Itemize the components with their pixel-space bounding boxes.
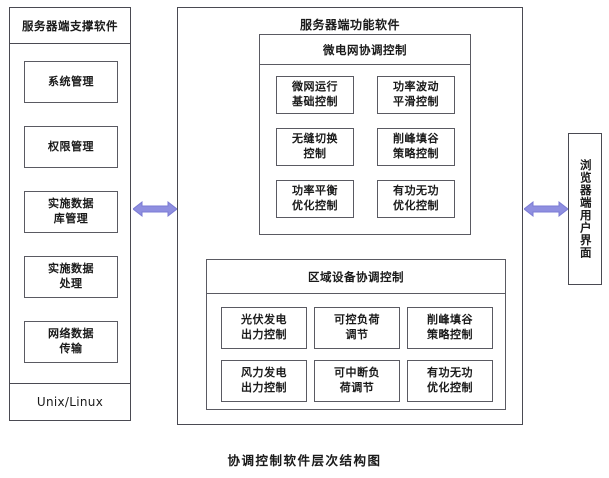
microgrid-cell-power-balance-optimization: 功率平衡 优化控制 <box>276 180 354 218</box>
microgrid-cell-active-reactive-optimization: 有功无功 优化控制 <box>377 180 455 218</box>
microgrid-cell-seamless-switching: 无缝切换 控制 <box>276 128 354 166</box>
server-support-software-panel: 服务器端支撑软件 系统管理 权限管理 实施数据 库管理 实施数据 处理 网络数据… <box>9 7 131 421</box>
microgrid-cell-power-fluctuation-smoothing: 功率波动 平滑控制 <box>377 76 455 114</box>
left-middle-arrow <box>132 198 178 220</box>
microgrid-cell-basic-control: 微网运行 基础控制 <box>276 76 354 114</box>
browser-panel-label: 浏览器端用户界面 <box>578 159 593 259</box>
browser-user-interface-panel: 浏览器端用户界面 <box>568 133 602 285</box>
microgrid-coordination-group: 微电网协调控制 微网运行 基础控制 功率波动 平滑控制 无缝切换 控制 削峰填谷… <box>259 34 471 235</box>
middle-panel-title: 服务器端功能软件 <box>299 18 400 32</box>
left-item-network-transmission: 网络数据 传输 <box>24 321 118 363</box>
microgrid-group-header: 微电网协调控制 <box>260 35 470 65</box>
left-item-database-management: 实施数据 库管理 <box>24 191 118 233</box>
regional-device-coordination-group: 区域设备协调控制 光伏发电 出力控制 可控负荷 调节 削峰填谷 策略控制 风力发… <box>206 259 506 410</box>
regional-cell-wind-output-control: 风力发电 出力控制 <box>221 360 307 402</box>
left-item-data-processing: 实施数据 处理 <box>24 256 118 298</box>
regional-cell-peak-shaving-strategy: 削峰填谷 策略控制 <box>407 307 493 349</box>
regional-cell-controllable-load-regulation: 可控负荷 调节 <box>314 307 400 349</box>
left-item-system-management: 系统管理 <box>24 61 118 103</box>
figure-caption: 协调控制软件层次结构图 <box>227 453 382 468</box>
microgrid-cell-peak-shaving-strategy: 削峰填谷 策略控制 <box>377 128 455 166</box>
server-function-software-panel: 服务器端功能软件 微电网协调控制 微网运行 基础控制 功率波动 平滑控制 无缝切… <box>177 7 523 425</box>
middle-right-arrow <box>523 198 569 220</box>
left-item-permission-management: 权限管理 <box>24 126 118 168</box>
left-panel-header: 服务器端支撑软件 <box>10 8 130 44</box>
regional-group-header: 区域设备协调控制 <box>207 260 505 294</box>
left-panel-os-label: Unix/Linux <box>10 383 130 420</box>
regional-cell-pv-output-control: 光伏发电 出力控制 <box>221 307 307 349</box>
regional-cell-active-reactive-optimization: 有功无功 优化控制 <box>407 360 493 402</box>
regional-cell-interruptible-load-regulation: 可中断负 荷调节 <box>314 360 400 402</box>
